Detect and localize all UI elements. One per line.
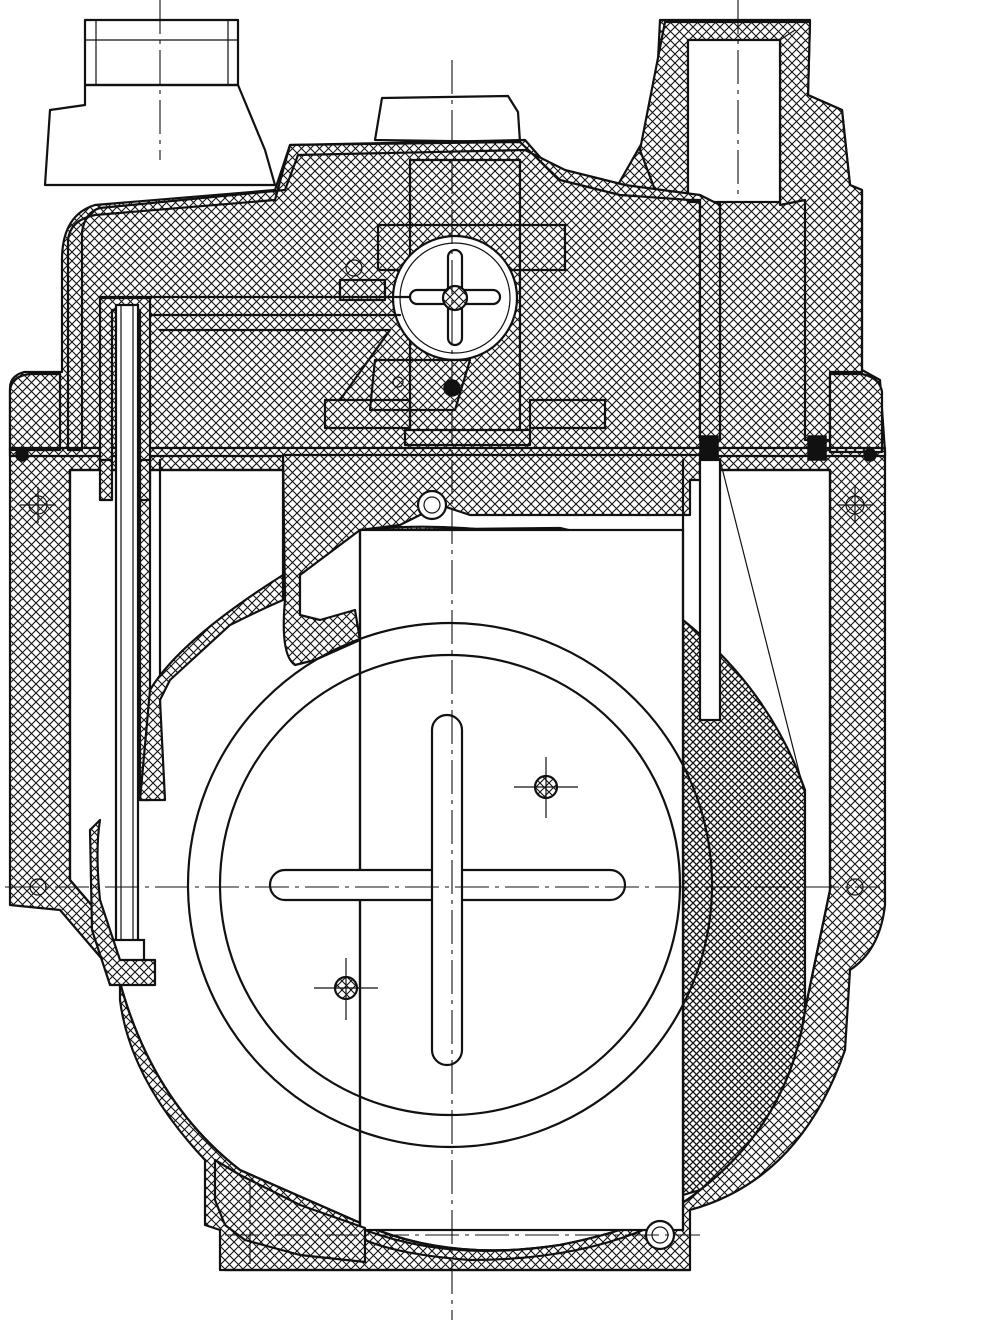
top-cover: [8, 94, 884, 454]
rotor-disc: [186, 621, 714, 1149]
linkage-rod: [88, 296, 162, 987]
center-lines: [5, 0, 880, 1320]
base-foot: [213, 1158, 692, 1272]
inlet-boss: [43, 18, 277, 187]
